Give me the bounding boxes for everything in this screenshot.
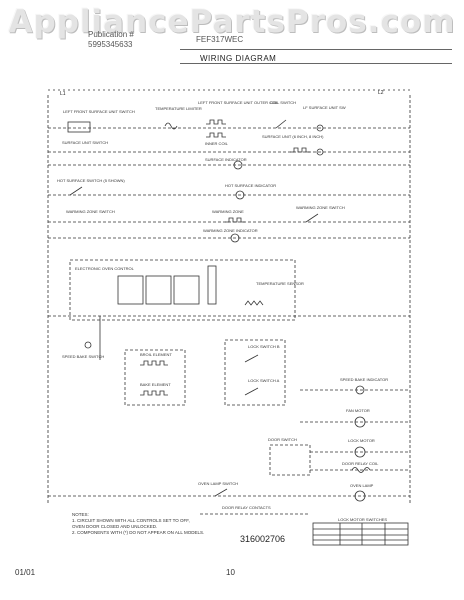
warming-zone-indicator-label: WARMING ZONE INDICATOR <box>203 228 258 233</box>
lock-switch-box <box>224 339 286 406</box>
door-relay-coil-label: DOOR RELAY COIL <box>342 461 379 466</box>
broil-element-symbol <box>140 360 168 366</box>
notes-block: NOTES: 1. CIRCUIT SHOWN WITH ALL CONTROL… <box>72 512 222 536</box>
speed-bake-switch-contact <box>84 341 92 349</box>
fan-motor-symbol <box>354 416 366 428</box>
header-rule-bottom <box>180 63 452 64</box>
footer-date: 01/01 <box>15 568 36 577</box>
temp-sensor-symbol <box>244 300 264 306</box>
lf-switch-contact <box>316 124 324 132</box>
part-number: 5995345633 <box>88 40 133 49</box>
lock-motor-symbol <box>354 446 366 458</box>
surface-indicator-lamp <box>233 160 243 170</box>
fan-motor-label: FAN MOTOR <box>346 408 370 413</box>
relay-k3 <box>173 275 200 305</box>
door-switch-label: DOOR SWITCH <box>268 437 297 442</box>
oven-lamp-symbol <box>354 490 366 502</box>
warming-zone-label: WARMING ZONE <box>212 209 244 214</box>
lock-motor-switches-label: LOCK MOTOR SWITCHES <box>338 517 387 522</box>
oven-control-box <box>69 259 296 321</box>
hot-surface-lamp <box>235 190 245 200</box>
bake-element-label: BAKE ELEMENT <box>140 382 171 387</box>
relay-k1 <box>117 275 144 305</box>
temp-limiter-label: TEMPERATURE LIMITER <box>155 106 202 111</box>
inner-coil-symbol <box>206 132 226 138</box>
lock-switch-b-label: LOCK SWITCH B <box>248 344 280 349</box>
outer-coil-label: LEFT FRONT SURFACE UNIT OUTER COIL <box>198 100 279 105</box>
door-switch-box <box>269 444 311 476</box>
note-line: OVEN DOOR CLOSED AND UNLOCKED. <box>72 524 158 529</box>
l1-label: L1 <box>60 91 66 97</box>
oven-lamp-switch-label: OVEN LAMP SWITCH <box>198 481 238 486</box>
oven-lamp-label: OVEN LAMP <box>350 483 374 488</box>
coil-switch-label: COIL SWITCH <box>270 100 296 105</box>
diagram-number: 316002706 <box>240 534 286 544</box>
footer-page-number: 10 <box>226 568 235 577</box>
warming-zone-switch2-label: WARMING ZONE SWITCH <box>296 205 345 210</box>
lock-motor-label: LOCK MOTOR <box>348 438 375 443</box>
header-rule-top <box>180 49 452 50</box>
surface-switch-label: SURFACE UNIT SWITCH <box>62 140 108 145</box>
model-number: FEF317WEC <box>196 35 244 44</box>
inner-coil-label: INNER COIL <box>205 141 229 146</box>
hot-surface-switch-symbol <box>69 186 83 196</box>
bake-element-symbol <box>140 390 168 396</box>
relay-k2 <box>145 275 172 305</box>
left-front-switch-label: LEFT FRONT SURFACE UNIT SWITCH <box>63 109 135 114</box>
note-line: 2. COMPONENTS WITH (*) DO NOT APPEAR ON … <box>72 530 205 535</box>
hot-surface-indicator-label: HOT SURFACE INDICATOR <box>225 183 276 188</box>
lf-unit-switch-label: LF SURFACE UNIT SW <box>303 105 346 110</box>
surface-switch-contact <box>316 148 324 156</box>
warming-zone-switch-label: WARMING ZONE SWITCH <box>66 209 115 214</box>
door-relay-coil-symbol <box>351 467 371 473</box>
notes-heading: NOTES: <box>72 512 89 517</box>
watermark: AppliancePartsPros.com <box>8 4 456 40</box>
surface-unit-symbol <box>290 147 310 153</box>
left-front-switch-box <box>67 121 91 133</box>
note-line: 1. CIRCUIT SHOWN WITH ALL CONTROLS SET T… <box>72 518 190 523</box>
warming-zone-switch-symbol <box>305 213 319 223</box>
warming-zone-symbol <box>225 217 245 223</box>
broil-element-label: BROIL ELEMENT <box>140 352 172 357</box>
hot-surface-switch-label: HOT SURFACE SWITCH (5 SHOWN) <box>57 178 125 183</box>
lock-switch-a-label: LOCK SWITCH A <box>248 378 280 383</box>
surface-indicator-label: SURFACE INDICATOR <box>205 157 247 162</box>
speed-bake-indicator-label: SPEED BAKE INDICATOR <box>340 377 388 382</box>
speed-bake-indicator-lamp <box>355 385 365 395</box>
surface-unit-label: SURFACE UNIT (6 INCH, 8 INCH) <box>262 134 324 139</box>
oven-control-label: ELECTRONIC OVEN CONTROL <box>75 266 135 271</box>
speed-bake-switch-label: SPEED BAKE SWITCH <box>62 354 104 359</box>
connector-p1 <box>207 265 217 305</box>
temp-sensor-label: TEMPERATURE SENSOR <box>256 281 304 286</box>
lock-switch-table <box>312 522 409 546</box>
lock-switch-a-symbol <box>244 387 259 396</box>
oven-lamp-switch-symbol <box>214 488 228 497</box>
l2-label: L2 <box>378 90 384 96</box>
outer-coil-symbol <box>206 119 226 125</box>
door-relay-contacts-label: DOOR RELAY CONTACTS <box>222 505 271 510</box>
diagram-title: WIRING DIAGRAM <box>200 54 277 63</box>
publication-label: Publication # <box>88 30 134 39</box>
element-box <box>124 349 186 406</box>
lock-switch-b-symbol <box>244 354 259 363</box>
temp-limiter-symbol <box>164 122 178 130</box>
coil-switch-symbol <box>275 119 287 129</box>
warming-zone-indicator-lamp <box>230 233 240 243</box>
